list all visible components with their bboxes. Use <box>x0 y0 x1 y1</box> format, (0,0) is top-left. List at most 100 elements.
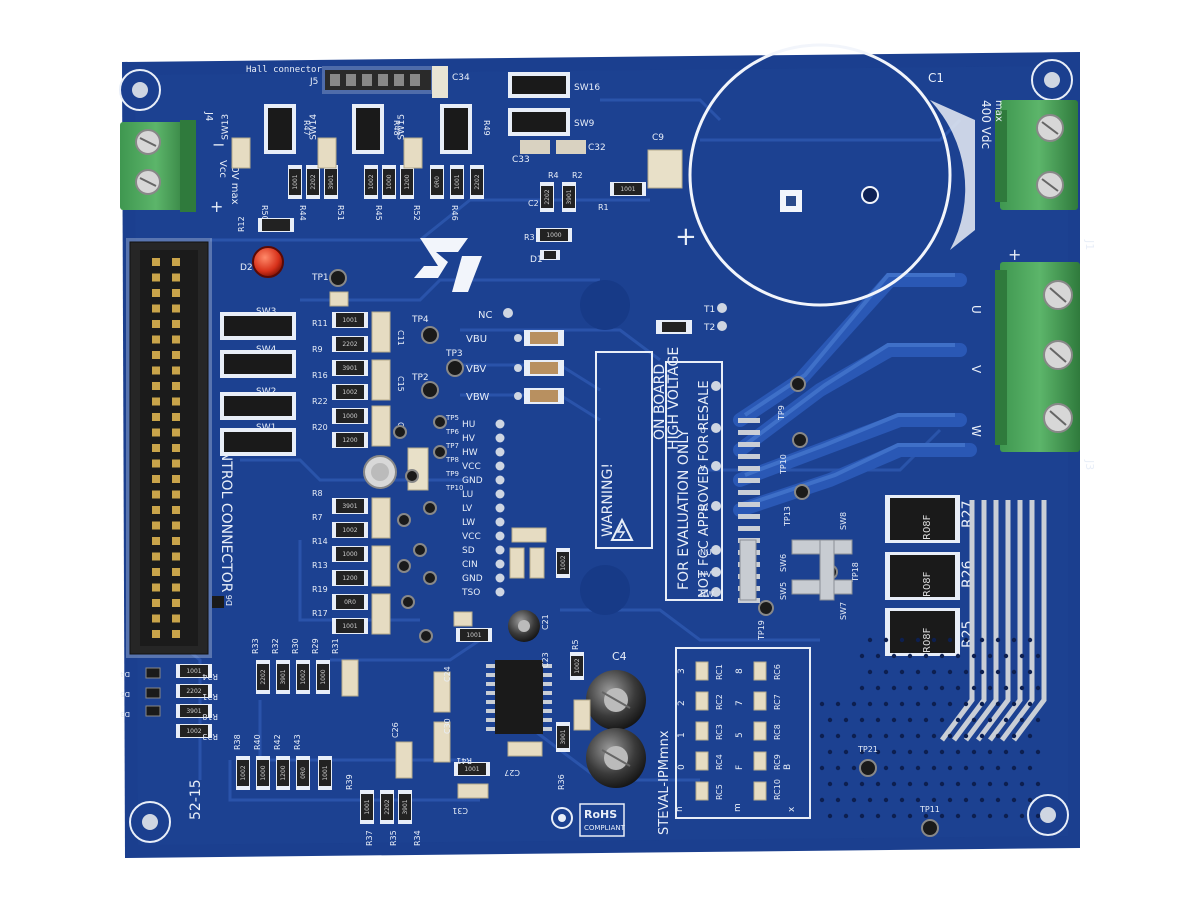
via <box>931 669 937 675</box>
hall-connector-j5 <box>322 66 448 98</box>
small-diode <box>145 667 161 679</box>
r08f-2: R08F <box>922 571 933 597</box>
bottom-label: R36 <box>557 774 566 790</box>
resistor-code: 1200 <box>280 765 287 780</box>
resistor-code: 1000 <box>342 413 357 420</box>
ic-pin <box>543 673 552 677</box>
via <box>1003 685 1009 691</box>
bottom-label: C30 <box>443 718 452 734</box>
via <box>971 717 977 723</box>
r08f-1: R08F <box>922 514 933 540</box>
board-name-label: STEVAL-IPMmnx <box>657 730 672 835</box>
rc-col-label: 3 <box>677 668 687 674</box>
via <box>987 813 993 819</box>
module-pin <box>738 430 760 435</box>
c33-label: C33 <box>512 155 530 165</box>
via <box>1019 813 1025 819</box>
sw15-label: SW15 <box>397 114 407 140</box>
via <box>883 637 889 643</box>
module-pin <box>738 490 760 495</box>
left-resistor-label: R16 <box>312 371 328 380</box>
header-pin <box>172 583 180 592</box>
r36-resistor: 3901 <box>556 722 570 752</box>
rohs-logo-icon <box>551 803 625 837</box>
rc-pad <box>753 751 767 771</box>
sw16-label: SW16 <box>574 83 600 93</box>
sw13-pad <box>231 137 251 169</box>
bottom-resistor-3: 1001 <box>360 790 374 824</box>
via <box>1019 781 1025 787</box>
via <box>923 685 929 691</box>
phase-tp-label: TP10 <box>779 454 788 475</box>
via <box>1003 749 1009 755</box>
via <box>899 701 905 707</box>
c22-capacitor <box>453 611 473 627</box>
resistor-code: 1001 <box>342 317 357 324</box>
header-pin <box>172 552 180 561</box>
via <box>971 781 977 787</box>
header-pin <box>152 521 160 530</box>
c26-capacitor <box>395 741 413 779</box>
c34-label: C34 <box>452 73 470 83</box>
via <box>915 637 921 643</box>
c16-capacitor <box>529 547 545 579</box>
tp21-label: TP21 <box>857 745 878 754</box>
via <box>915 733 921 739</box>
left-resistor-2: 3901 <box>332 498 368 514</box>
ground-stripe <box>1000 500 1035 742</box>
vbu-label: VBU <box>466 334 487 345</box>
power-trace-highlights <box>743 273 965 507</box>
bottom-label: C26 <box>391 722 400 738</box>
via <box>827 813 833 819</box>
via <box>843 717 849 723</box>
c1-fill <box>930 100 975 250</box>
rc-pad <box>695 721 709 741</box>
warning-text-3: ON BOARD <box>652 364 668 440</box>
c15-capacitor <box>371 359 391 401</box>
bottom-label: R42 <box>273 734 282 750</box>
via <box>971 653 977 659</box>
sw14-label: SW14 <box>309 114 319 140</box>
r10-resistor-body <box>662 322 686 332</box>
module-pin <box>738 454 760 459</box>
resistor-code: 1000 <box>386 174 393 189</box>
rc-row-label: n <box>675 806 685 812</box>
terminal-block-j4 <box>120 120 196 212</box>
sw2-label: SW2 <box>256 387 276 397</box>
rc-pad <box>695 751 709 771</box>
top-resistor: 1002 <box>364 165 378 199</box>
signal-pin <box>495 517 505 527</box>
via <box>1027 765 1033 771</box>
header-pin <box>172 599 180 607</box>
signal-pin-label: VCC <box>462 462 481 472</box>
via <box>851 797 857 803</box>
sw4-label: SW4 <box>256 345 277 355</box>
ground-stripe <box>940 500 975 742</box>
via <box>939 813 945 819</box>
header-pin <box>172 459 180 468</box>
via <box>819 765 825 771</box>
header-pin <box>152 428 160 437</box>
module-pin <box>738 514 760 519</box>
signal-pin <box>495 587 505 597</box>
via <box>931 797 937 803</box>
r41-resistor: 1001 <box>454 762 490 776</box>
small-left-resistor: 1001 <box>176 664 212 678</box>
left-resistor: 1000 <box>332 408 368 424</box>
header-pin <box>152 599 160 607</box>
bottom-label: R33 <box>251 638 260 654</box>
header-pin <box>152 258 160 266</box>
via <box>891 749 897 755</box>
t1-label: T1 <box>703 305 715 315</box>
signal-pin-label: HU <box>462 420 475 430</box>
via <box>899 765 905 771</box>
rc-col-label: 2 <box>677 700 687 706</box>
mounting-holes <box>119 59 1073 843</box>
phase-pin-label: NU <box>700 548 712 557</box>
shunt-jumpers <box>739 539 853 601</box>
electrolytic-caps <box>508 610 646 788</box>
top-resistor-label: R51 <box>336 205 345 221</box>
c14-capacitor <box>371 545 391 587</box>
header-pin <box>172 351 180 359</box>
via <box>1035 813 1041 819</box>
